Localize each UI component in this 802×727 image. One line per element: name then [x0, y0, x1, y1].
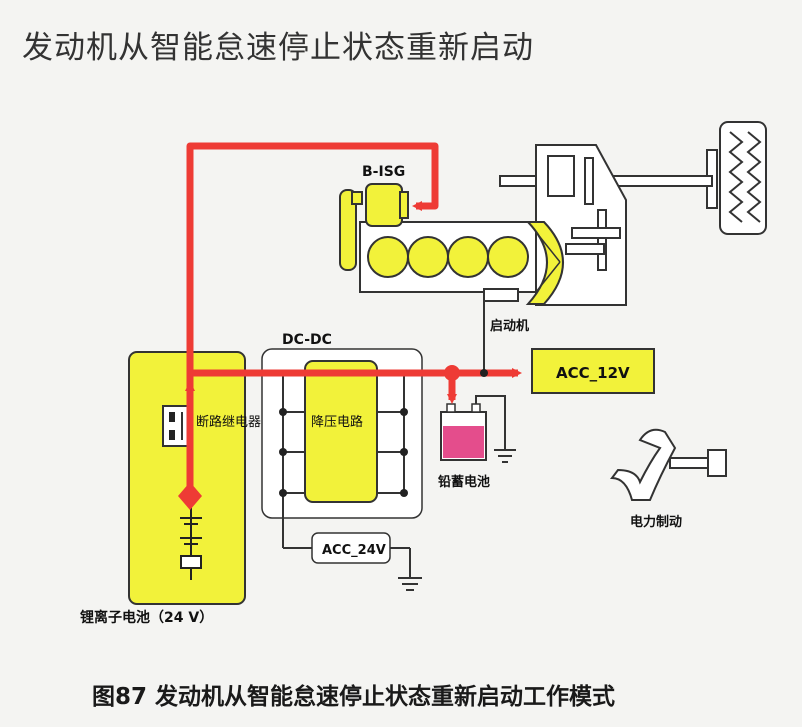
acc-24v-box [311, 532, 391, 564]
starter-label: 启动机 [490, 318, 529, 334]
buck-circuit-label: 降压电路 [311, 414, 363, 430]
bisg-generator [339, 183, 409, 271]
lead-battery-label: 铅蓄电池 [438, 474, 490, 490]
acc-12v-label: ACC_12V [556, 364, 630, 382]
starter-motor [483, 288, 519, 302]
power-brake-label: 电力制动 [630, 514, 682, 530]
flow-source-diamond [178, 482, 202, 510]
relay-label: 断路继电器 [196, 414, 261, 430]
lead-battery [440, 395, 516, 463]
dcdc-label: DC-DC [282, 332, 332, 348]
transmission [535, 144, 627, 306]
energy-flow-path [185, 142, 522, 496]
page-title: 发动机从智能怠速停止状态重新启动 [22, 30, 534, 66]
brake-pedal-icon [610, 428, 727, 501]
junction-node [444, 365, 460, 381]
engine-block [359, 221, 537, 293]
dcdc-wiring [282, 370, 422, 591]
dcdc-nodes [279, 408, 408, 497]
starter-junction-node [480, 369, 488, 377]
acc-12v-box [531, 348, 655, 394]
buck-circuit-box [304, 360, 378, 503]
acc-24v-label: ACC_24V [322, 543, 386, 558]
figure-caption: 图87 发动机从智能怠速停止状态重新启动工作模式 [92, 684, 616, 710]
flywheel [525, 221, 564, 305]
li-battery-label: 锂离子电池（24 V） [80, 609, 213, 626]
battery-cells-icon [180, 504, 202, 580]
wheel-icon [706, 121, 767, 235]
bisg-label: B-ISG [362, 164, 405, 180]
